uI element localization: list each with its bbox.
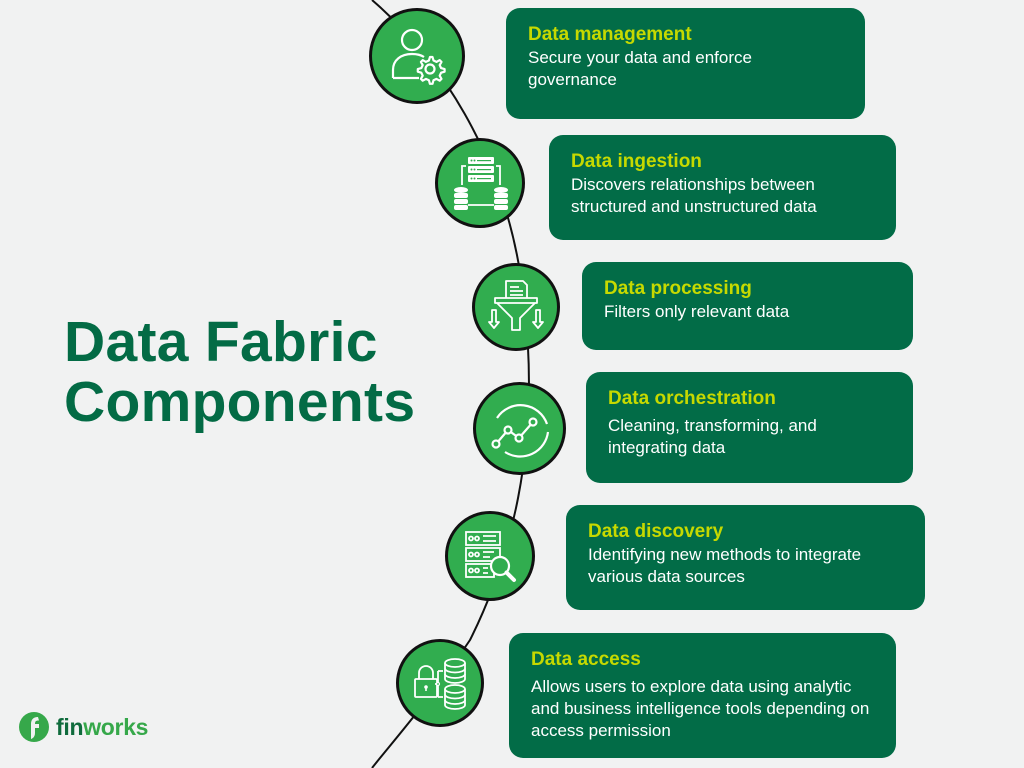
logo-wordmark: finworks	[56, 713, 149, 740]
node-data-orchestration	[473, 382, 566, 475]
title-line-2: Components	[64, 370, 416, 434]
card-data-management: Data management Secure your data and enf…	[506, 8, 865, 119]
card-description: Secure your data and enforce governance	[528, 48, 752, 89]
card-data-ingestion: Data ingestion Discovers relationships b…	[549, 135, 896, 240]
finworks-logo: finworks	[18, 711, 148, 743]
server-search-icon	[465, 531, 516, 582]
server-databases-icon	[454, 157, 508, 210]
card-data-processing: Data processing Filters only relevant da…	[582, 262, 913, 350]
node-data-processing	[472, 263, 560, 351]
card-data-discovery: Data discovery Identifying new methods t…	[566, 505, 925, 610]
document-funnel-icon	[488, 280, 544, 331]
card-description: Identifying new methods to integrate var…	[588, 545, 862, 586]
user-gear-icon	[391, 28, 446, 85]
card-title: Data management	[528, 24, 692, 45]
node-data-access	[396, 639, 484, 727]
card-title: Data orchestration	[608, 388, 776, 409]
card-title: Data processing	[604, 278, 752, 299]
card-description: Allows users to explore data using analy…	[531, 677, 870, 740]
card-title: Data ingestion	[571, 151, 702, 172]
card-description: Filters only relevant data	[604, 302, 790, 321]
lock-databases-icon	[414, 658, 466, 710]
title-line-1: Data Fabric	[64, 310, 378, 374]
card-data-access: Data access Allows users to explore data…	[509, 633, 896, 758]
node-data-discovery	[445, 511, 535, 601]
node-data-ingestion	[435, 138, 525, 228]
f-swirl-icon	[19, 712, 49, 742]
node-data-management	[369, 8, 465, 104]
line-graph-cycle-icon	[490, 403, 549, 458]
card-data-orchestration: Data orchestration Cleaning, transformin…	[586, 372, 913, 483]
card-title: Data discovery	[588, 521, 724, 542]
card-description: Cleaning, transforming, and integrating …	[608, 416, 817, 457]
page-title: Data Fabric Components	[64, 312, 415, 432]
card-title: Data access	[531, 649, 641, 670]
card-description: Discovers relationships between structur…	[571, 175, 817, 216]
